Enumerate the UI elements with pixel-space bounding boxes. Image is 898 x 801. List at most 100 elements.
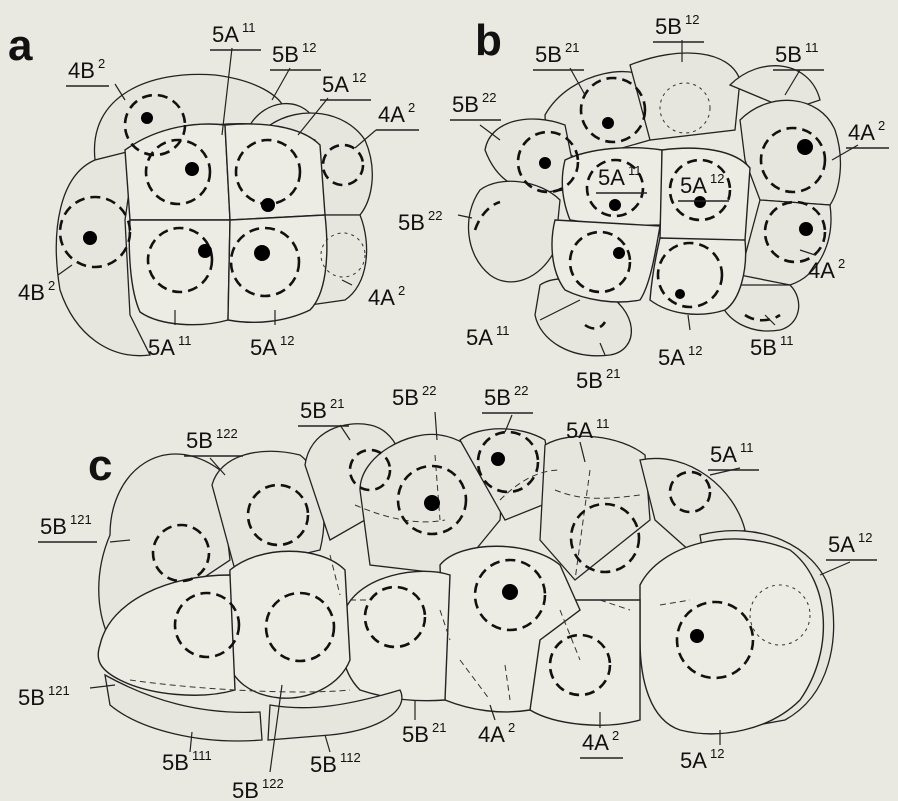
cell-label-b-5b11: 5B11 — [750, 333, 794, 360]
label-superscript: 121 — [48, 683, 70, 698]
label-base: 5A — [658, 345, 685, 370]
label-base: 5A — [828, 532, 855, 557]
nucleolus-a2 — [185, 162, 199, 176]
label-superscript: 12 — [685, 12, 699, 27]
cell-label-c-5b22: 5B22 — [392, 383, 436, 410]
label-superscript: 2 — [398, 283, 405, 298]
label-superscript: 2 — [48, 278, 55, 293]
panel-a-drawing — [56, 74, 372, 355]
cell-label-a-4a2: 4A2 — [368, 283, 405, 310]
cell-5A12-top — [225, 124, 325, 220]
label-superscript: 21 — [432, 720, 446, 735]
label-superscript: 11 — [805, 40, 819, 55]
panel-letter-c: c — [88, 441, 112, 490]
label-base: 4A — [378, 102, 405, 127]
label-superscript: 12 — [710, 746, 724, 761]
label-base: 5A — [250, 335, 277, 360]
label-superscript: 2 — [838, 256, 845, 271]
cell-label-c-5a12: 5A12 — [826, 530, 877, 560]
label-superscript: 21 — [606, 366, 620, 381]
label-superscript: 2 — [612, 728, 619, 743]
label-base: 5B — [40, 514, 67, 539]
label-base: 5A — [148, 335, 175, 360]
label-base: 5B — [576, 368, 603, 393]
label-superscript: 11 — [596, 416, 610, 431]
label-base: 4B — [18, 280, 45, 305]
nucleolus-a5 — [198, 244, 212, 258]
nucleolus-c11 — [502, 584, 518, 600]
label-base: 4A — [368, 285, 395, 310]
cell-label-c-5b122: 5B122 — [184, 426, 243, 456]
label-base: 4A — [478, 722, 505, 747]
nucleolus-b7 — [613, 247, 625, 259]
cell-5B21-bottom — [341, 571, 450, 700]
label-superscript: 22 — [482, 90, 496, 105]
label-base: 5A — [598, 165, 625, 190]
nucleolus-a4 — [83, 231, 97, 245]
label-superscript: 11 — [242, 20, 256, 35]
label-superscript: 11 — [780, 333, 794, 348]
cell-label-b-5a12: 5A12 — [658, 343, 702, 370]
nucleolus-a1 — [141, 112, 153, 124]
cell-5B22-top — [485, 119, 575, 192]
label-base: 5B — [272, 42, 299, 67]
nucleolus-b2 — [602, 117, 614, 129]
nucleolus-a6 — [254, 245, 270, 261]
label-base: 5A — [466, 325, 493, 350]
cell-label-a-5b12: 5B12 — [270, 40, 321, 70]
label-base: 4A — [848, 120, 875, 145]
label-base: 5B — [18, 685, 45, 710]
cell-label-a-4b2: 4B2 — [66, 56, 109, 86]
nucleolus-c5 — [491, 452, 505, 466]
label-base: 5A — [566, 418, 593, 443]
cell-5B122-front — [228, 551, 350, 698]
panel-letter-a: a — [8, 21, 33, 70]
label-base: 5B — [402, 722, 429, 747]
label-superscript: 12 — [858, 530, 872, 545]
cell-label-c-5b112: 5B112 — [310, 750, 361, 777]
label-superscript: 12 — [352, 70, 366, 85]
cell-label-c-4a2: 4A2 — [580, 728, 623, 758]
nucleolus-b4 — [609, 199, 621, 211]
nucleolus-b6 — [797, 139, 813, 155]
label-superscript: 111 — [192, 748, 212, 763]
label-base: 5B — [392, 385, 419, 410]
nucleolus-a3 — [261, 198, 275, 212]
label-base: 5B — [310, 752, 337, 777]
label-superscript: 22 — [514, 383, 528, 398]
cell-5B22-left — [469, 181, 560, 282]
label-base: 5B — [535, 42, 562, 67]
label-base: 5B — [398, 210, 425, 235]
label-superscript: 122 — [216, 426, 238, 441]
label-superscript: 21 — [330, 396, 344, 411]
label-superscript: 11 — [628, 163, 642, 178]
label-base: 5B — [655, 14, 682, 39]
label-superscript: 22 — [422, 383, 436, 398]
label-superscript: 11 — [178, 333, 192, 348]
label-superscript: 22 — [428, 208, 442, 223]
label-superscript: 121 — [70, 512, 92, 527]
cell-label-c-4a2: 4A2 — [478, 720, 515, 747]
cell-label-b-5b22: 5B22 — [398, 208, 442, 235]
nucleolus-b9 — [799, 222, 813, 236]
label-base: 5B — [162, 750, 189, 775]
label-base: 5B — [452, 92, 479, 117]
label-superscript: 12 — [688, 343, 702, 358]
label-base: 5A — [212, 22, 239, 47]
nucleolus-c13 — [690, 629, 704, 643]
label-base: 5B — [300, 398, 327, 423]
cell-5A12-front — [640, 539, 823, 734]
cell-label-b-5a11: 5A11 — [466, 323, 510, 350]
label-base: 4B — [68, 58, 95, 83]
nucleolus-c4 — [424, 495, 440, 511]
